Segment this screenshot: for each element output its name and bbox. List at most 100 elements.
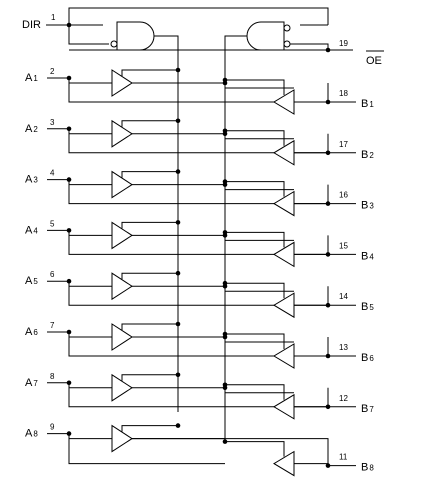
control-section: DIR 1 19 OE [22, 7, 384, 440]
and-gate-right-input-bubble-bottom [283, 40, 291, 48]
a4-label-index: 4 [33, 226, 38, 235]
a1-to-b-buffer [111, 69, 133, 97]
b2-label-index: 2 [369, 151, 374, 160]
b3-return-wire [68, 179, 328, 205]
b2-label: B2 [361, 149, 374, 161]
gate-right-output-wire [224, 35, 250, 440]
a5-label-index: 5 [33, 277, 38, 286]
dir-input-wire [46, 7, 329, 45]
a6-label-letter: A [25, 326, 33, 338]
and-gate-right-input-bubble-top [283, 24, 291, 32]
b7-label-letter: B [361, 403, 368, 415]
a1-label-index: 1 [33, 74, 38, 83]
a3-label-index: 3 [33, 176, 38, 185]
a5-label-letter: A [25, 275, 33, 287]
a3-enable-junction [175, 169, 181, 174]
a2-pin-number: 3 [50, 118, 55, 127]
a5-to-buffer-wire [68, 281, 112, 287]
b1-junction [325, 99, 331, 105]
a8-to-b-buffer [111, 424, 133, 453]
a3-label-letter: A [25, 174, 33, 186]
b7-pin-number: 12 [339, 394, 348, 403]
a1-label-letter: A [25, 72, 33, 84]
a5-label: A5 [25, 275, 38, 287]
a7-pin-number: 8 [50, 372, 55, 381]
b6-pin-number: 13 [339, 343, 348, 352]
b1-label-index: 1 [369, 100, 374, 109]
b1-label-letter: B [361, 98, 368, 110]
a8-label: A8 [25, 428, 38, 440]
a6-enable-junction [175, 321, 181, 327]
b6-label-letter: B [361, 352, 368, 364]
b2-enable-junction [222, 128, 228, 134]
a4-label: A4 [25, 224, 38, 236]
a7-to-b-buffer [111, 373, 133, 402]
a7-buffer-enable-wire [121, 374, 178, 381]
a6-label: A6 [25, 326, 38, 338]
a2-buffer-enable-wire [121, 120, 178, 127]
b3-label: B3 [361, 200, 374, 212]
a4-to-buffer-wire [68, 230, 112, 236]
a2-to-buffer-wire [68, 128, 112, 135]
b8-to-buffer-wire [132, 438, 329, 464]
dir-pin-number: 1 [51, 13, 56, 22]
a3-pin-number: 4 [50, 169, 55, 178]
a5-pin-number: 6 [50, 270, 55, 279]
b3-label-index: 3 [369, 202, 374, 211]
b5-to-buffer-wire [224, 286, 294, 292]
a2-enable-junction [175, 118, 181, 124]
a4-label-letter: A [25, 224, 33, 236]
b4-to-buffer-wire [224, 235, 294, 241]
a8-buffer-enable-wire [121, 425, 178, 432]
b8-junction [325, 463, 331, 468]
a6-pin-number: 7 [50, 321, 55, 330]
a7-label-index: 7 [33, 379, 38, 388]
and-gate-right [246, 21, 285, 51]
a1-to-buffer-wire [68, 78, 112, 84]
b4-label-letter: B [361, 250, 368, 262]
a6-buffer-enable-wire [121, 323, 178, 330]
a8-enable-junction [175, 423, 181, 428]
b8-enable-junction [222, 439, 228, 444]
b1-return-wire [68, 78, 328, 103]
b5-label-index: 5 [369, 303, 374, 312]
oe-label: OE [366, 55, 382, 67]
b2-pin-number: 17 [339, 140, 348, 149]
a6-to-b-buffer [111, 323, 133, 351]
a4-buffer-enable-wire [121, 221, 178, 229]
b4-junction [325, 252, 331, 257]
b7-label: B7 [361, 403, 374, 415]
a1-buffer-enable-wire [121, 69, 178, 76]
b1-label: B1 [361, 98, 374, 110]
b5-enable-junction [222, 280, 228, 286]
b4-label: B4 [361, 250, 374, 262]
oe-junction [325, 47, 331, 53]
b3-buffer-enable-wire [225, 181, 285, 197]
b6-label: B6 [361, 352, 374, 364]
b5-return-wire [68, 281, 328, 306]
a8-pin-number: 9 [50, 423, 55, 432]
b7-enable-junction [222, 382, 228, 388]
b7-return-wire [68, 382, 328, 408]
b7-junction [325, 404, 331, 410]
b7-label-index: 7 [369, 405, 374, 414]
a7-label: A7 [25, 377, 38, 389]
a1-pin-number: 2 [50, 67, 55, 76]
b6-to-buffer-wire [224, 337, 294, 343]
a8-label-index: 8 [33, 430, 38, 439]
b7-to-buffer-wire [224, 387, 294, 394]
b3-pin-number: 16 [339, 191, 348, 200]
a7-enable-junction [175, 372, 181, 378]
b2-to-buffer-wire [224, 133, 294, 140]
a5-enable-junction [175, 270, 181, 276]
b8-label-letter: B [361, 462, 368, 474]
b3-label-letter: B [361, 200, 368, 212]
